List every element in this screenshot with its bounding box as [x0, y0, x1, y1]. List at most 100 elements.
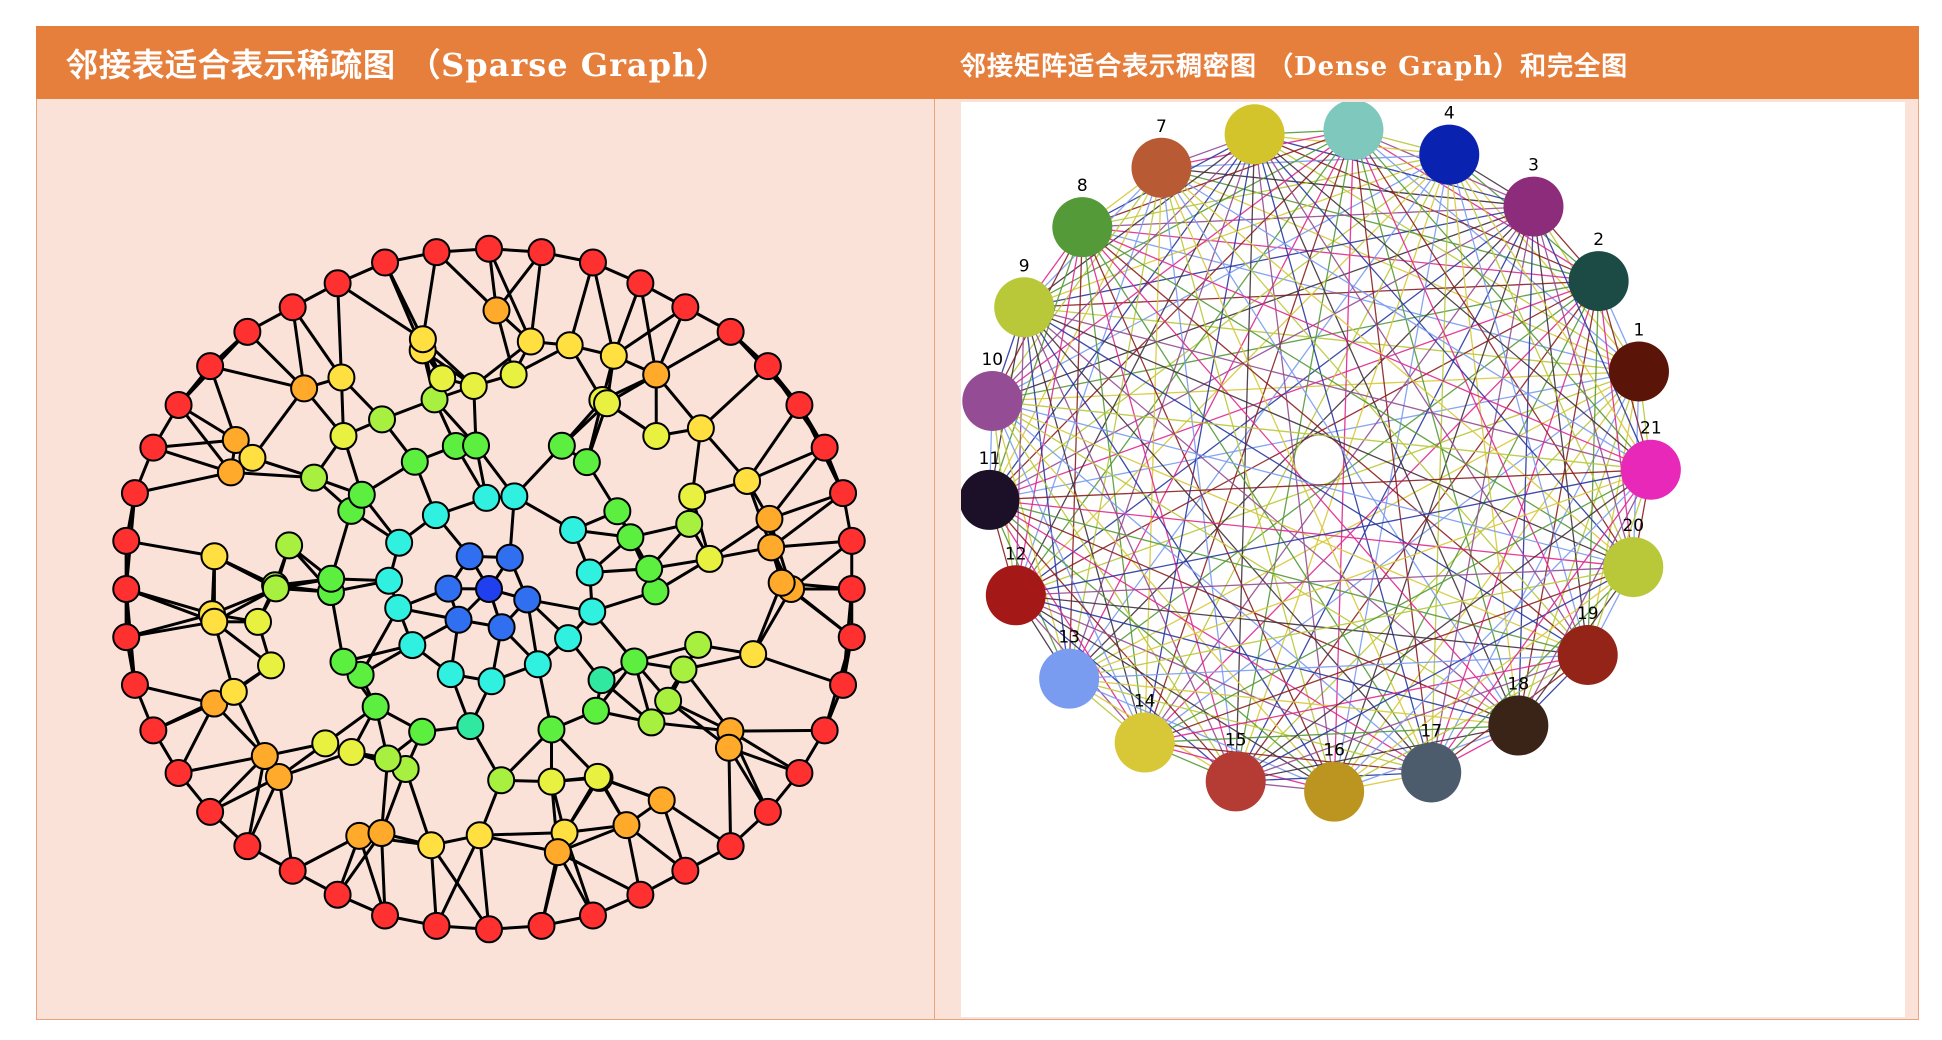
- dense-edge: [988, 226, 1083, 501]
- dense-edge: [1069, 677, 1519, 727]
- sparse-node: [436, 660, 465, 689]
- sparse-node: [523, 650, 552, 679]
- dense-node-17: [1401, 742, 1462, 803]
- sparse-node: [327, 363, 356, 392]
- dense-node-label: 2: [1593, 230, 1604, 250]
- dense-nodes: 123456789101112131415161718192021: [961, 102, 1681, 822]
- dense-edge: [1082, 226, 1599, 282]
- sparse-edge: [429, 844, 491, 931]
- dense-node-4: [1419, 124, 1480, 185]
- dense-edge: [988, 167, 1163, 501]
- sparse-node: [499, 360, 528, 389]
- sparse-node: [626, 880, 655, 909]
- sparse-node: [275, 531, 304, 560]
- sparse-edge: [745, 404, 801, 482]
- dense-edge: [1254, 133, 1599, 282]
- dense-edge: [1235, 154, 1450, 782]
- dense-edge: [992, 280, 1599, 402]
- sparse-nodes: [112, 234, 866, 944]
- sparse-node: [527, 238, 556, 267]
- sparse-edge: [134, 470, 232, 495]
- sparse-node: [300, 463, 329, 492]
- dense-edge: [1144, 469, 1652, 744]
- sparse-node: [675, 509, 704, 538]
- dense-edge: [1068, 370, 1640, 680]
- sparse-node: [753, 352, 782, 381]
- sparse-node: [139, 433, 168, 462]
- sparse-node: [475, 575, 503, 603]
- sparse-node: [647, 786, 676, 815]
- dense-node-15: [1205, 751, 1266, 812]
- dense-node-6: [1224, 104, 1285, 165]
- dense-edge: [1160, 167, 1335, 792]
- sparse-edge: [178, 754, 266, 775]
- dense-edge: [989, 206, 1534, 501]
- sparse-edge: [752, 652, 844, 687]
- dense-edge: [1015, 594, 1432, 774]
- sparse-node: [120, 670, 149, 699]
- sparse-node: [250, 742, 279, 771]
- sparse-node: [371, 248, 400, 277]
- sparse-node: [200, 542, 229, 571]
- sparse-edge: [770, 491, 844, 549]
- dense-edges: [988, 129, 1652, 793]
- dense-edge: [1144, 154, 1450, 743]
- sparse-node: [384, 594, 413, 623]
- dense-edge: [1081, 226, 1589, 656]
- sparse-node: [112, 623, 141, 652]
- dense-edge: [1235, 654, 1588, 782]
- dense-edge: [1081, 226, 1634, 568]
- sparse-edge: [699, 365, 769, 430]
- dense-edge: [1015, 594, 1335, 793]
- sparse-node: [475, 234, 503, 263]
- dense-edge: [1068, 167, 1163, 679]
- sparse-node: [475, 915, 503, 944]
- sparse-node: [537, 767, 566, 796]
- sparse-node: [716, 832, 745, 861]
- dense-edge: [1069, 566, 1634, 680]
- sparse-node: [620, 647, 649, 676]
- dense-node-19: [1557, 624, 1618, 685]
- dense-edge: [1015, 566, 1634, 596]
- sparse-edge: [638, 283, 658, 375]
- sparse-node: [612, 811, 641, 840]
- dense-edge: [1015, 227, 1083, 596]
- sparse-node: [323, 269, 352, 298]
- dense-edge: [1015, 134, 1256, 596]
- dense-edge: [1254, 133, 1534, 208]
- dense-edge: [1235, 280, 1600, 782]
- dense-edge: [1023, 306, 1519, 726]
- sparse-node: [112, 575, 141, 603]
- dense-edge: [1015, 154, 1450, 596]
- dense-edge: [1448, 154, 1634, 568]
- dense-node-label: 10: [981, 350, 1003, 370]
- dense-edge: [1015, 594, 1588, 656]
- sparse-node: [371, 901, 400, 930]
- dense-edge: [1235, 134, 1256, 782]
- sparse-node: [238, 443, 267, 472]
- dense-edge: [989, 370, 1640, 501]
- sparse-node: [462, 431, 491, 460]
- sparse-edge: [612, 306, 687, 357]
- dense-edge: [1598, 280, 1634, 568]
- dense-edge: [991, 400, 1070, 679]
- dense-edge: [1082, 226, 1652, 471]
- dense-edge: [1024, 306, 1640, 373]
- dense-edge: [1082, 129, 1354, 228]
- dense-edge: [1333, 154, 1450, 792]
- dense-node-label: 7: [1156, 117, 1167, 137]
- dense-node-2: [1568, 251, 1629, 312]
- center-gap: [1295, 436, 1343, 484]
- sparse-node: [233, 832, 262, 861]
- sparse-edge: [557, 850, 642, 897]
- sparse-edge: [655, 330, 732, 376]
- sparse-node: [733, 466, 762, 495]
- sparse-node: [164, 391, 193, 420]
- dense-edge: [1352, 129, 1652, 471]
- sparse-edge: [730, 728, 825, 733]
- dense-edge: [992, 400, 1634, 568]
- dense-edge: [1532, 206, 1652, 470]
- sparse-node: [753, 797, 782, 826]
- sparse-edge: [251, 387, 306, 459]
- dense-edge: [1082, 153, 1450, 228]
